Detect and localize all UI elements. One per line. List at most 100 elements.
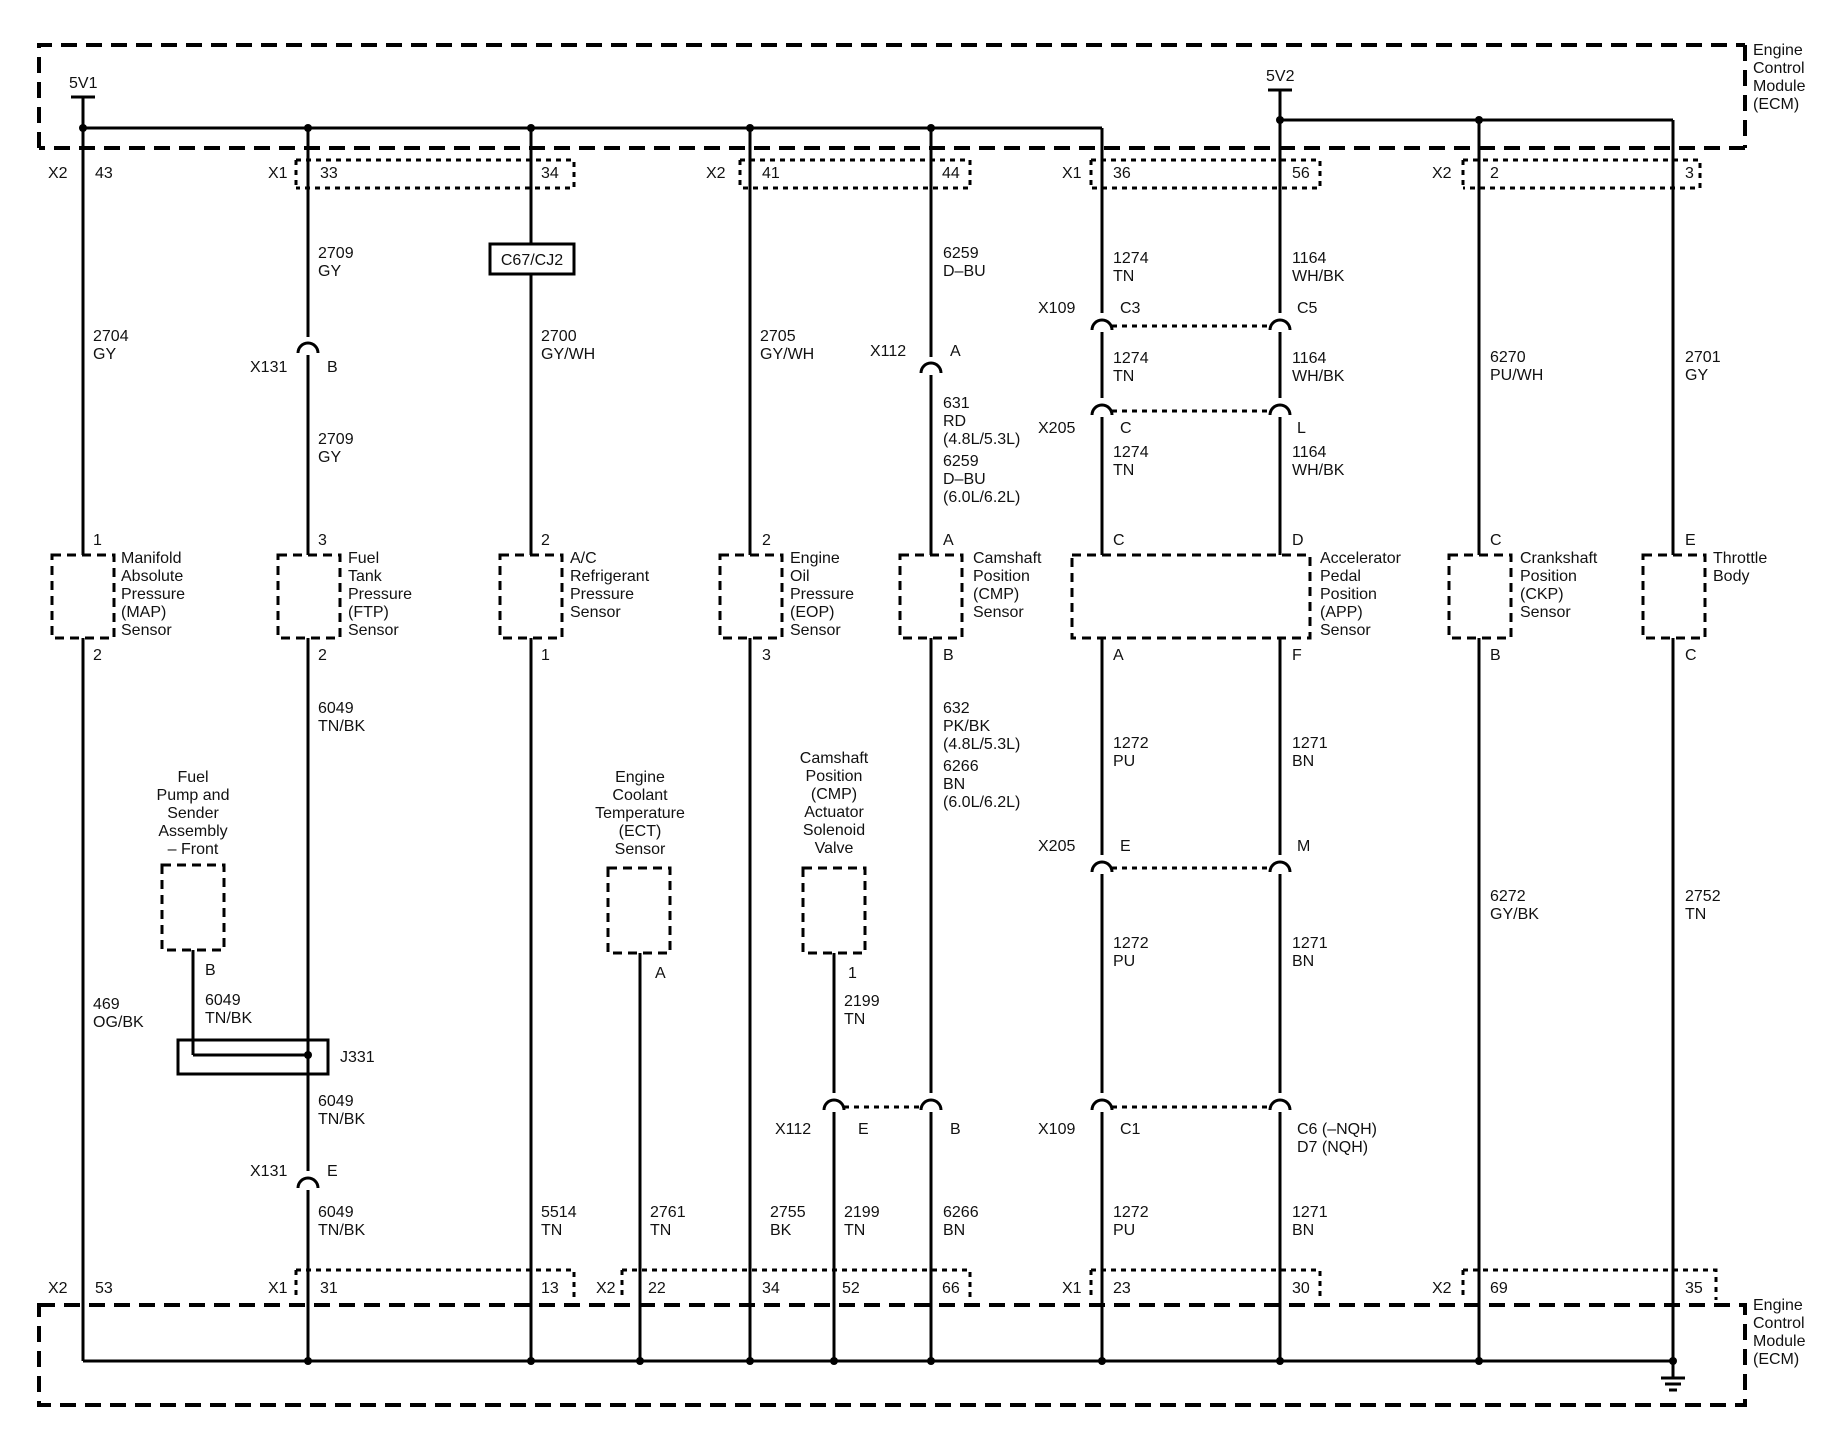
svg-text:Pressure: Pressure [121, 586, 185, 603]
svg-text:2701: 2701 [1685, 349, 1721, 366]
svg-text:1272: 1272 [1113, 1204, 1149, 1221]
svg-text:D: D [1292, 532, 1304, 549]
svg-text:1272: 1272 [1113, 935, 1149, 952]
svg-text:B: B [327, 359, 338, 376]
x112-bottom-connector: X112 E B [775, 1105, 961, 1138]
svg-text:2755: 2755 [770, 1204, 806, 1221]
svg-text:B: B [1490, 647, 1501, 664]
svg-text:TN: TN [844, 1011, 865, 1028]
svg-text:69: 69 [1490, 1280, 1508, 1297]
fuel-pump-assembly: Fuel Pump and Sender Assembly – Front B … [157, 769, 308, 1057]
svg-text:B: B [943, 647, 954, 664]
svg-text:Oil: Oil [790, 568, 810, 585]
ecm-label-top: Engine Control Module (ECM) [1753, 42, 1806, 113]
ac-circuit: C67/CJ2 2 1 A/C Refrigerant Pressure Sen… [488, 128, 650, 1361]
bottom-pin-row [294, 1268, 1718, 1300]
svg-text:C6 (–NQH): C6 (–NQH) [1297, 1121, 1377, 1138]
svg-text:2199: 2199 [844, 993, 880, 1010]
svg-text:TN: TN [844, 1222, 865, 1239]
map-circuit: 1 2 Manifold Absolute Pressure (MAP) Sen… [50, 128, 185, 1361]
svg-text:Absolute: Absolute [121, 568, 183, 585]
eop-sensor-label: Engine Oil Pressure (EOP) Sensor [790, 550, 854, 639]
ftp-sensor-label: Fuel Tank Pressure (FTP) Sensor [348, 550, 412, 639]
svg-text:OG/BK: OG/BK [93, 1014, 144, 1031]
svg-text:E: E [858, 1121, 869, 1138]
svg-text:1271: 1271 [1292, 1204, 1328, 1221]
svg-text:(6.0L/6.2L): (6.0L/6.2L) [943, 794, 1020, 811]
svg-text:C1: C1 [1120, 1121, 1141, 1138]
svg-text:6259: 6259 [943, 453, 979, 470]
svg-text:Sensor: Sensor [1520, 604, 1571, 621]
svg-text:C67/CJ2: C67/CJ2 [501, 252, 563, 269]
ecm-label-bottom: Engine Control Module (ECM) [1753, 1297, 1806, 1368]
svg-text:41: 41 [762, 165, 780, 182]
svg-text:Sensor: Sensor [615, 841, 666, 858]
svg-text:X112: X112 [870, 343, 906, 360]
svg-text:TN: TN [1113, 268, 1134, 285]
svg-text:2700: 2700 [541, 328, 577, 345]
svg-text:2: 2 [762, 532, 771, 549]
svg-text:2752: 2752 [1685, 888, 1721, 905]
ecm-bottom-box [37, 1303, 1747, 1407]
cmp-sensor-label: Camshaft Position (CMP) Sensor [973, 550, 1042, 621]
svg-text:Pump and: Pump and [157, 787, 230, 804]
svg-text:2: 2 [318, 647, 327, 664]
cmp-sensor-circuit: X112 A A B Camshaft Position (CMP) Senso… [870, 128, 1042, 1361]
svg-text:B: B [950, 1121, 961, 1138]
svg-text:RD: RD [943, 413, 966, 430]
splice-j331: J331 [176, 1038, 375, 1076]
svg-text:Position: Position [1320, 586, 1377, 603]
svg-text:TN: TN [541, 1222, 562, 1239]
svg-text:6259: 6259 [943, 245, 979, 262]
svg-text:Position: Position [973, 568, 1030, 585]
svg-text:1: 1 [541, 647, 550, 664]
svg-text:C: C [1113, 532, 1125, 549]
svg-text:D–BU: D–BU [943, 263, 986, 280]
svg-text:Sensor: Sensor [570, 604, 621, 621]
svg-text:1274: 1274 [1113, 350, 1149, 367]
svg-text:1: 1 [93, 532, 102, 549]
svg-text:F: F [1292, 647, 1302, 664]
svg-text:WH/BK: WH/BK [1292, 462, 1345, 479]
svg-text:44: 44 [942, 165, 960, 182]
svg-text:1271: 1271 [1292, 935, 1328, 952]
svg-text:Pressure: Pressure [348, 586, 412, 603]
svg-text:X1: X1 [268, 1280, 288, 1297]
svg-text:TN/BK: TN/BK [318, 1222, 365, 1239]
svg-text:Module: Module [1753, 78, 1806, 95]
svg-text:6266: 6266 [943, 1204, 979, 1221]
ac-sensor-label: A/C Refrigerant Pressure Sensor [570, 550, 650, 621]
svg-text:X2: X2 [706, 165, 726, 182]
svg-text:Pedal: Pedal [1320, 568, 1361, 585]
svg-text:30: 30 [1292, 1280, 1310, 1297]
svg-text:A: A [950, 343, 961, 360]
svg-text:BN: BN [943, 1222, 965, 1239]
svg-text:Accelerator: Accelerator [1320, 550, 1402, 567]
bus-junctions-top [79, 116, 1483, 132]
svg-text:5V1: 5V1 [69, 75, 98, 92]
svg-text:6049: 6049 [318, 700, 354, 717]
svg-text:C5: C5 [1297, 300, 1318, 317]
svg-text:6049: 6049 [318, 1204, 354, 1221]
svg-text:Sensor: Sensor [1320, 622, 1371, 639]
svg-text:2: 2 [541, 532, 550, 549]
svg-text:6049: 6049 [318, 1093, 354, 1110]
svg-text:2: 2 [1490, 165, 1499, 182]
svg-text:(CKP): (CKP) [1520, 586, 1564, 603]
svg-text:(CMP): (CMP) [973, 586, 1019, 603]
svg-text:22: 22 [648, 1280, 666, 1297]
svg-text:X1: X1 [1062, 1280, 1082, 1297]
svg-text:(APP): (APP) [1320, 604, 1363, 621]
svg-text:TN: TN [650, 1222, 671, 1239]
svg-text:GY/WH: GY/WH [541, 346, 595, 363]
svg-text:X112: X112 [775, 1121, 811, 1138]
svg-text:3: 3 [318, 532, 327, 549]
svg-text:(FTP): (FTP) [348, 604, 389, 621]
svg-text:5V2: 5V2 [1266, 68, 1295, 85]
svg-text:X109: X109 [1038, 1121, 1075, 1138]
svg-text:TN: TN [1113, 368, 1134, 385]
svg-text:GY: GY [1685, 367, 1708, 384]
svg-text:– Front: – Front [168, 841, 219, 858]
svg-text:Camshaft: Camshaft [800, 750, 869, 767]
